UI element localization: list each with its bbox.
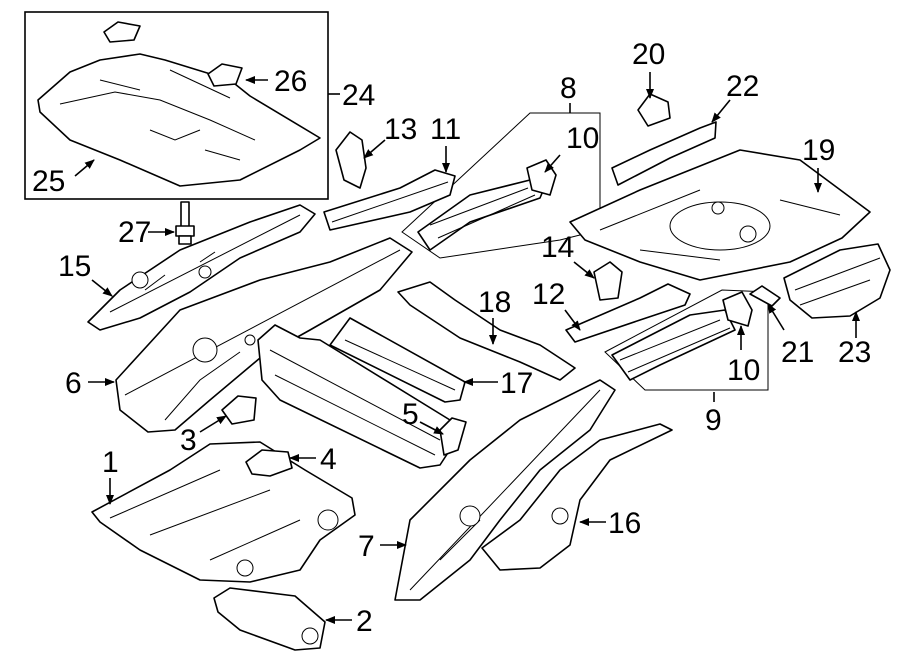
callout-23: 23 <box>838 336 871 369</box>
part-13-bracket[interactable] <box>335 131 367 189</box>
callout-25: 25 <box>32 165 65 198</box>
callout-14: 14 <box>541 231 574 264</box>
part-11-side-member[interactable] <box>323 169 456 231</box>
callout-21: 21 <box>781 336 814 369</box>
callout-10a: 10 <box>566 122 599 155</box>
part-21-bracket[interactable] <box>749 285 781 307</box>
part-5-bracket[interactable] <box>439 417 467 456</box>
callout-7: 7 <box>358 530 375 563</box>
part-1-floor-pan[interactable] <box>91 441 356 583</box>
callout-5: 5 <box>402 398 419 431</box>
part-25-under-cover[interactable] <box>37 53 321 187</box>
callout-13: 13 <box>384 113 417 146</box>
part-9-rail[interactable] <box>611 309 736 381</box>
part-12-rail[interactable] <box>565 283 691 343</box>
part-18-crossmember[interactable] <box>397 281 576 381</box>
callout-9: 9 <box>705 404 722 437</box>
part-23-rear-panel[interactable] <box>783 243 891 319</box>
callout-3: 3 <box>180 424 197 457</box>
part-2-panel[interactable] <box>213 587 326 651</box>
callout-18: 18 <box>478 286 511 319</box>
under-cover-inset <box>24 11 340 200</box>
callout-26: 26 <box>274 65 307 98</box>
part-20-bracket[interactable] <box>637 93 671 127</box>
part-9-group <box>604 289 769 402</box>
callout-4: 4 <box>320 443 337 476</box>
part-26-pad[interactable] <box>207 63 243 87</box>
callout-15: 15 <box>58 250 91 283</box>
part-27-bolt[interactable] <box>175 201 195 245</box>
callout-6: 6 <box>65 367 82 400</box>
part-3-bracket[interactable] <box>221 395 257 425</box>
part-10-bracket-lower[interactable] <box>722 291 753 327</box>
part-14-bracket[interactable] <box>593 261 623 301</box>
callout-8: 8 <box>560 72 577 105</box>
callout-16: 16 <box>608 507 641 540</box>
part-26-pad-upper[interactable] <box>103 21 141 43</box>
callout-1: 1 <box>102 446 119 479</box>
part-17-crossmember[interactable] <box>329 317 466 403</box>
callout-10b: 10 <box>727 354 760 387</box>
callout-11: 11 <box>430 113 461 146</box>
part-16-wheelhouse[interactable] <box>481 423 673 571</box>
part-22-rail[interactable] <box>611 121 717 186</box>
callout-2: 2 <box>356 605 373 638</box>
callout-27: 27 <box>118 216 151 249</box>
callout-19: 19 <box>802 134 835 167</box>
callout-12: 12 <box>532 278 565 311</box>
part-4-bracket[interactable] <box>245 449 293 477</box>
callout-24: 24 <box>342 79 375 112</box>
callout-22: 22 <box>726 70 759 103</box>
callout-20: 20 <box>632 38 665 71</box>
leader-lines <box>88 72 860 624</box>
callout-17: 17 <box>500 367 533 400</box>
callout-labels: 1 2 3 4 5 6 7 8 9 10 10 11 12 13 14 15 1… <box>32 38 871 638</box>
